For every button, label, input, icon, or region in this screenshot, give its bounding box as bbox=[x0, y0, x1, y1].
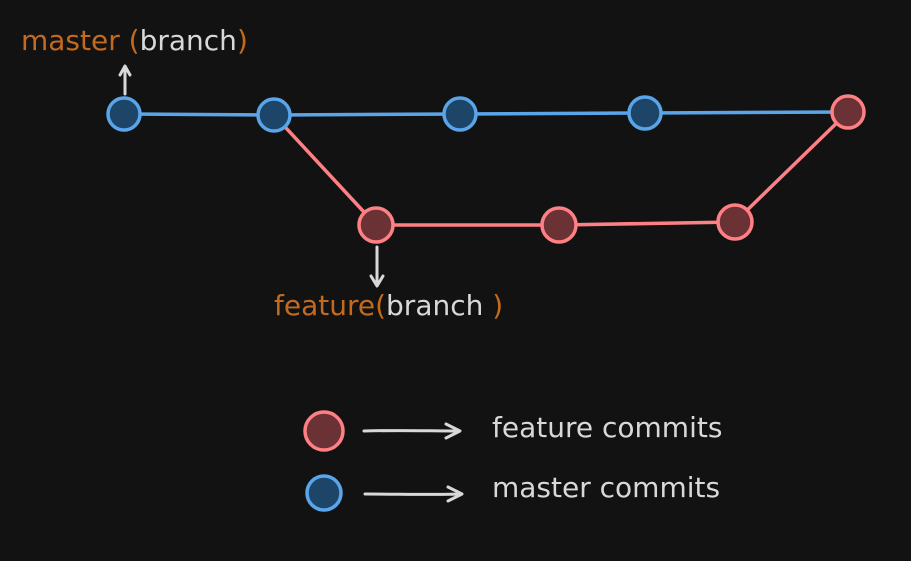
feature-branch-label: feature(branch ) bbox=[274, 292, 503, 320]
legend-feature-arrow bbox=[362, 422, 462, 440]
master-paren-open: ( bbox=[128, 24, 140, 57]
feature-commit-node bbox=[540, 206, 578, 244]
feature-branch-name: feature bbox=[274, 289, 376, 322]
master-commit-node bbox=[442, 96, 478, 132]
merge-commit-node bbox=[830, 94, 866, 130]
master-commit-node bbox=[106, 96, 142, 132]
feature-commit-node bbox=[357, 206, 395, 244]
feature-pointer-arrow bbox=[369, 245, 385, 288]
master-branch-label: master (branch) bbox=[21, 27, 248, 55]
legend-feature-label: feature commits bbox=[492, 411, 723, 444]
master-commit-node bbox=[627, 95, 663, 131]
master-paren-close: ) bbox=[236, 24, 248, 57]
legend-feature-swatch bbox=[303, 410, 345, 452]
master-branch-kind: branch bbox=[139, 24, 237, 57]
master-branch-line bbox=[122, 110, 850, 117]
master-pointer-arrow bbox=[118, 64, 132, 96]
master-commit-node bbox=[256, 97, 292, 133]
legend-master-arrow bbox=[363, 485, 464, 503]
feature-paren-open: ( bbox=[375, 289, 387, 322]
feature-branch-kind: branch bbox=[386, 289, 484, 322]
legend-master-label: master commits bbox=[492, 471, 721, 504]
legend-master-swatch bbox=[305, 474, 343, 512]
feature-commit-node bbox=[716, 203, 754, 241]
feature-paren-close: ) bbox=[492, 289, 504, 322]
master-branch-name: master bbox=[21, 24, 120, 57]
